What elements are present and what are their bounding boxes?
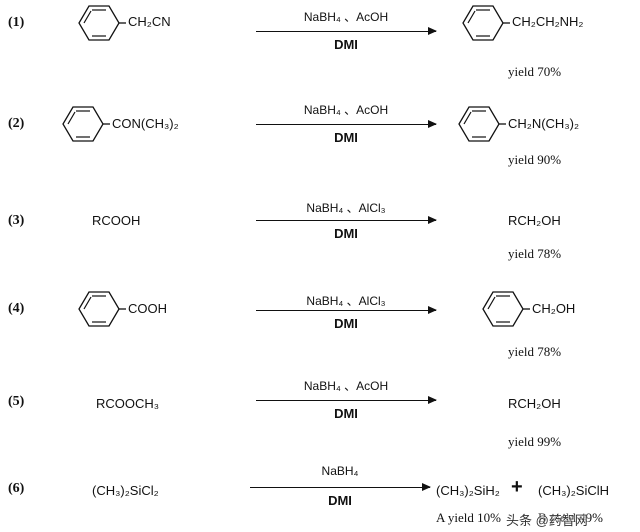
benzene-ring-icon [78,291,126,327]
reaction-arrow-icon [256,306,437,314]
reaction-label: (6) [8,481,25,496]
yield-label: yield 90% [508,152,562,167]
solvent-label: DMI [334,130,358,145]
reactant-substituent: CON(CH₃)₂ [112,116,179,131]
reagent-label: NaBH₄ 、AcOH [303,379,389,393]
reaction-arrow-icon [256,120,437,128]
reactant-substituent: CH₂CN [128,14,171,29]
reaction-arrow-icon [256,216,437,224]
solvent-label: DMI [334,316,358,331]
yield-label: yield 70% [508,64,562,79]
reaction-label: (4) [8,301,25,316]
yield-b-label: B yield 49% [538,510,603,525]
yield-label: yield 78% [508,246,562,261]
reaction-arrow-icon [250,483,431,491]
yield-label: yield 99% [508,434,562,449]
yield-a-label: A yield 10% [436,510,501,525]
reactant: RCOOCH₃ [96,396,160,411]
reaction-arrow-icon [256,396,437,404]
reagent-label: NaBH₄ 、AcOH [303,10,389,24]
reactant-substituent: COOH [128,301,167,316]
plus-sign: + [511,476,523,498]
reagent-label: NaBH₄ [321,464,359,478]
reagent-label: NaBH₄ 、AlCl₃ [306,201,386,215]
reaction-label: (5) [8,394,25,409]
benzene-ring-icon [78,5,126,41]
product: RCH₂OH [508,396,561,411]
benzene-ring-icon [482,291,530,327]
reactant: (CH₃)₂SiCl₂ [92,483,159,498]
product-a: (CH₃)₂SiH₂ [436,483,500,498]
product-b: (CH₃)₂SiClH [538,483,609,498]
benzene-ring-icon [62,106,110,142]
solvent-label: DMI [334,226,358,241]
yield-label: yield 78% [508,344,562,359]
solvent-label: DMI [334,406,358,421]
solvent-label: DMI [334,37,358,52]
watermark: 头条 @药智网 [506,513,588,528]
reaction-label: (3) [8,213,25,228]
reagent-label: NaBH₄ 、AlCl₃ [306,294,386,308]
product-substituent: CH₂CH₂NH₂ [512,14,584,29]
product-substituent: CH₂OH [532,301,576,316]
reaction-arrow-icon [256,27,437,35]
reaction-label: (2) [8,116,25,131]
product: RCH₂OH [508,213,561,228]
reaction-label: (1) [8,15,25,30]
solvent-label: DMI [328,493,352,508]
benzene-ring-icon [458,106,506,142]
product-substituent: CH₂N(CH₃)₂ [508,116,579,131]
benzene-ring-icon [462,5,510,41]
reactant: RCOOH [92,213,141,228]
reagent-label: NaBH₄ 、AcOH [303,103,389,117]
